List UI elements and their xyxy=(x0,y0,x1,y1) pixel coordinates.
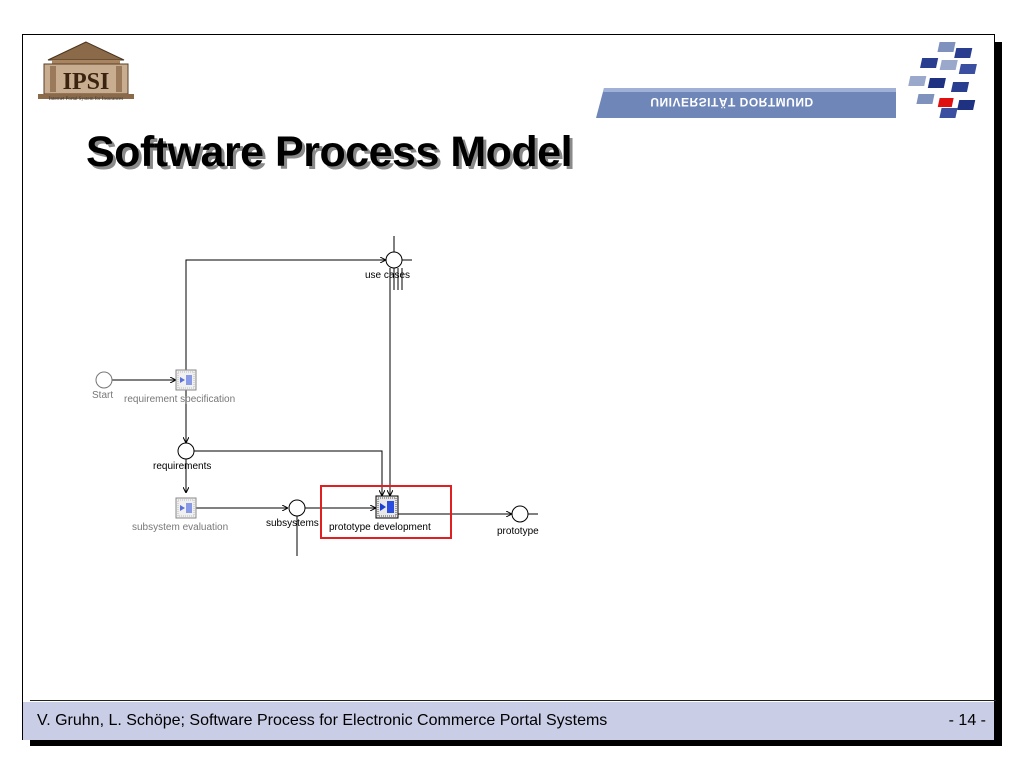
footer-divider xyxy=(30,700,996,701)
frame-shadow-bottom xyxy=(30,740,1002,746)
highlight-box xyxy=(320,485,452,539)
university-logo-icon xyxy=(908,42,977,118)
page-number: - 14 - xyxy=(948,712,986,729)
label-subsystems: subsystems xyxy=(266,518,319,529)
ipsi-logo: IPSI xyxy=(38,41,134,99)
label-use-cases: use cases xyxy=(365,270,411,281)
activity-requirement-specification xyxy=(175,369,197,391)
label-prototype-development: prototype development xyxy=(329,522,431,533)
node-use-cases xyxy=(385,251,403,269)
logo-text: IPSI xyxy=(63,69,110,95)
slide-title: Software Process Model xyxy=(86,128,573,176)
node-start xyxy=(95,371,113,389)
university-banner xyxy=(596,88,896,118)
label-subsystem-evaluation: subsystem evaluation xyxy=(132,522,229,533)
label-requirements: requirements xyxy=(153,461,212,472)
label-requirement-specification: requirement specification xyxy=(124,394,236,405)
activity-subsystem-evaluation xyxy=(175,497,197,519)
node-prototype xyxy=(511,505,529,523)
logo-caption: Internet Portal System for Insurances xyxy=(48,97,124,102)
label-start: Start xyxy=(92,390,114,401)
edge-requirements-to-prototypedev xyxy=(193,450,382,496)
footer-text: V. Gruhn, L. Schöpe; Software Process fo… xyxy=(37,712,608,729)
activity-prototype-development xyxy=(375,495,399,519)
label-prototype: prototype xyxy=(497,526,539,537)
edge-reqspec-to-usecases xyxy=(185,260,386,370)
node-subsystems xyxy=(288,499,306,517)
slide-footer: V. Gruhn, L. Schöpe; Software Process fo… xyxy=(23,702,994,740)
node-requirements xyxy=(177,442,195,460)
frame-shadow-right xyxy=(995,42,1002,745)
